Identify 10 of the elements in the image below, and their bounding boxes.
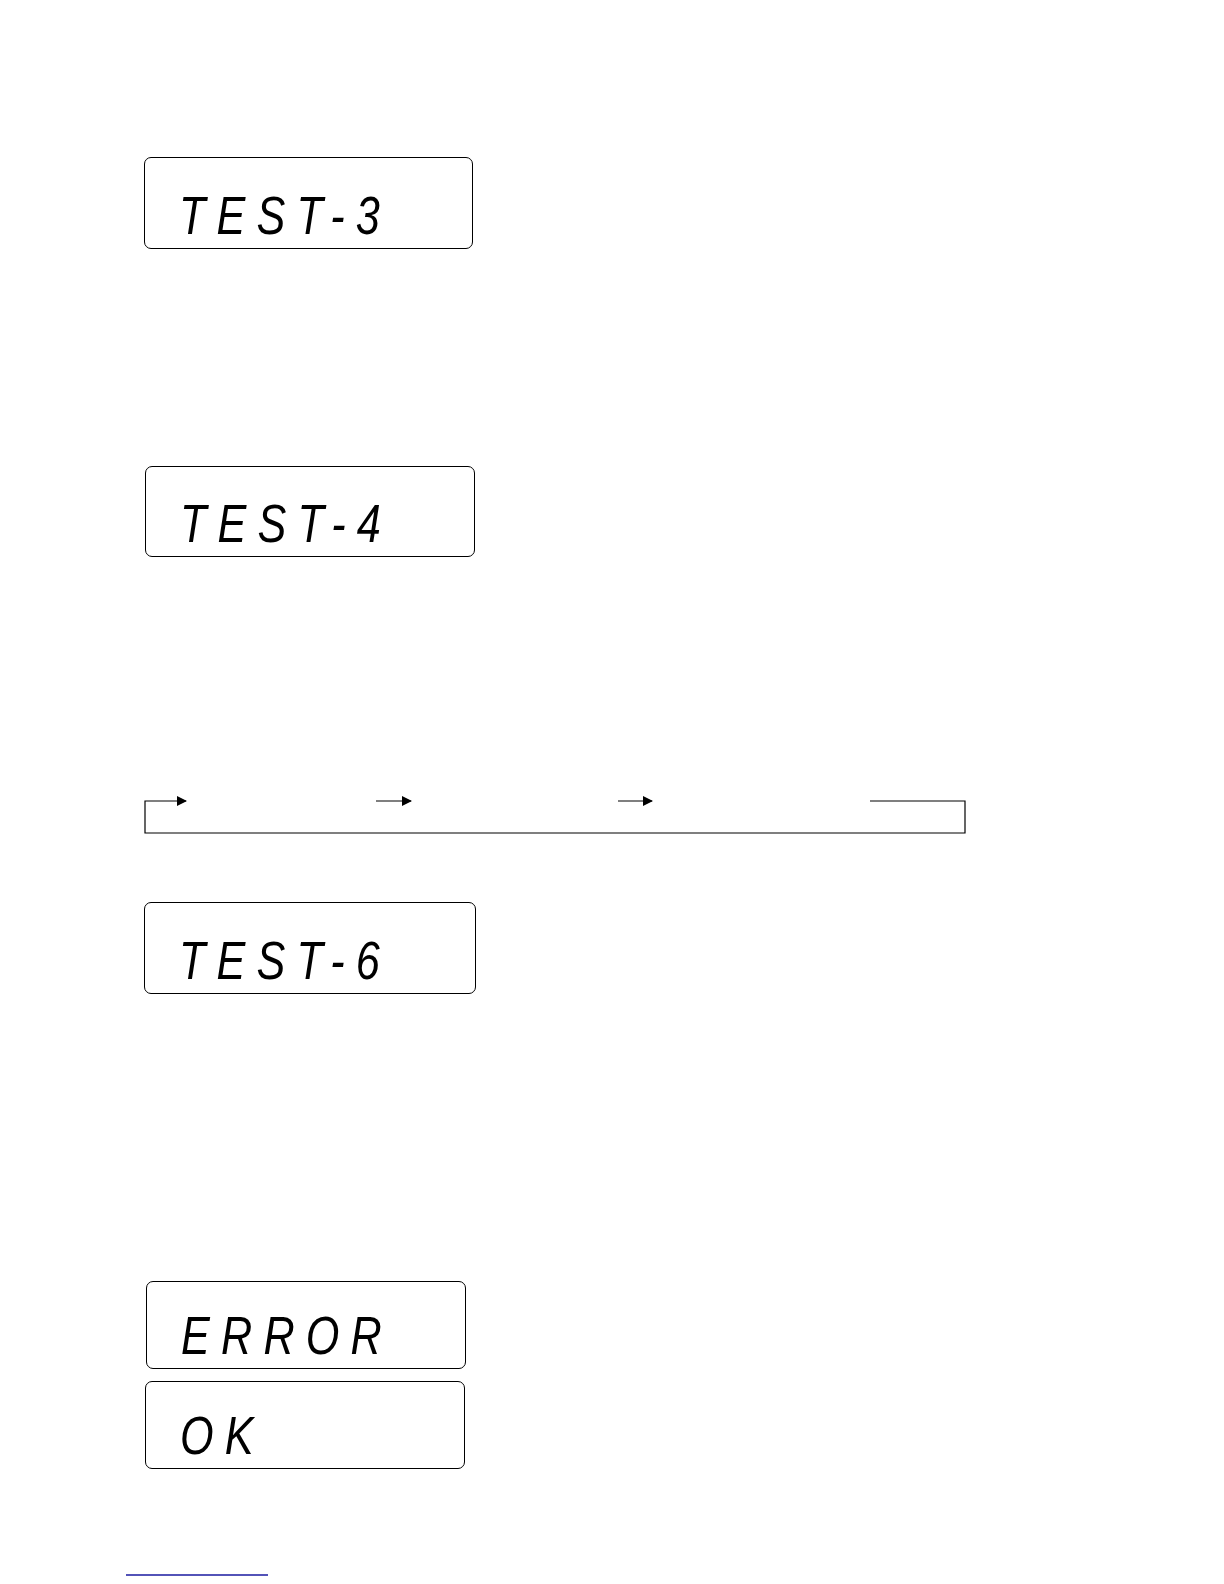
lcd-display — [145, 1381, 465, 1469]
display-readout: ERROR — [181, 1308, 393, 1362]
lcd-display — [144, 157, 473, 249]
lcd-display — [144, 902, 476, 994]
lcd-display — [145, 466, 475, 557]
display-readout: TEST-6 — [179, 933, 392, 987]
display-readout: OK — [180, 1408, 265, 1462]
display-readout: TEST-4 — [180, 496, 393, 550]
lcd-display — [146, 1281, 466, 1369]
display-readout: TEST-3 — [179, 188, 392, 242]
